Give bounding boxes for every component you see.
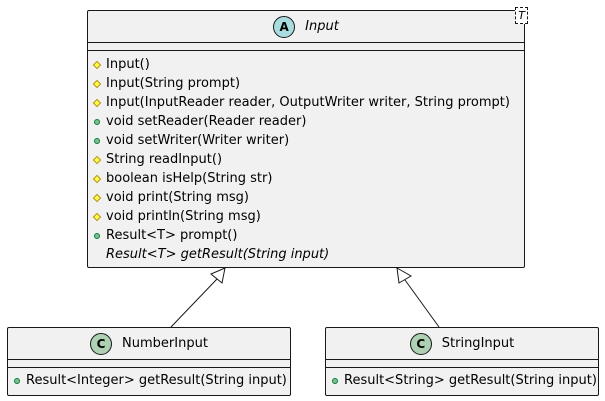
protected-visibility-icon: [92, 193, 102, 202]
fields-section: [88, 43, 524, 51]
protected-visibility-icon: [92, 155, 102, 164]
member-row: void print(String msg): [92, 188, 524, 207]
edge-stringinput-to-input: [404, 279, 440, 328]
protected-visibility-icon: [92, 174, 102, 183]
public-visibility-icon: [94, 118, 100, 125]
member-text: Input(): [106, 57, 150, 72]
member-row: Result<Integer> getResult(String input): [13, 371, 290, 390]
member-text: boolean isHelp(String str): [106, 171, 273, 186]
public-visibility-icon: [332, 377, 338, 384]
arrowhead-numberinput: [210, 267, 226, 284]
protected-visibility-icon: [92, 79, 102, 88]
methods-section: Input() Input(String prompt) Input(Input…: [88, 51, 524, 264]
member-text: void println(String msg): [106, 209, 261, 224]
methods-section: Result<Integer> getResult(String input): [8, 368, 290, 390]
member-text: String readInput(): [106, 152, 223, 167]
member-text: Result<String> getResult(String input): [344, 373, 597, 388]
protected-visibility-icon: [92, 98, 102, 107]
member-text: Input(String prompt): [106, 76, 241, 91]
fields-section: [8, 360, 290, 368]
member-row: String readInput(): [92, 150, 524, 169]
member-row: Result<String> getResult(String input): [331, 371, 598, 390]
member-row: Input(InputReader reader, OutputWriter w…: [92, 93, 524, 112]
class-numberinput[interactable]: C NumberInput Result<Integer> getResult(…: [7, 327, 291, 396]
member-row: void println(String msg): [92, 207, 524, 226]
member-row: void setWriter(Writer writer): [93, 131, 524, 150]
member-text: void print(String msg): [106, 190, 249, 205]
class-badge-icon: C: [409, 332, 432, 355]
class-header: C StringInput: [326, 328, 598, 360]
class-name: NumberInput: [122, 336, 208, 351]
member-text: Result<Integer> getResult(String input): [26, 373, 287, 388]
abstract-member-text: Result<T> getResult(String input): [106, 247, 330, 262]
arrowhead-stringinput: [396, 267, 412, 284]
class-name: Input: [305, 19, 339, 34]
class-stringinput[interactable]: C StringInput Result<String> getResult(S…: [325, 327, 599, 396]
public-visibility-icon: [94, 137, 100, 144]
public-visibility-icon: [94, 232, 100, 239]
class-badge-icon: C: [90, 332, 113, 355]
type-parameter: T: [515, 7, 528, 24]
public-visibility-icon: [14, 377, 20, 384]
methods-section: Result<String> getResult(String input): [326, 368, 598, 390]
member-row: Input(String prompt): [92, 74, 524, 93]
member-row: Input(): [92, 55, 524, 74]
abstract-class-badge-icon: A: [273, 15, 296, 38]
edge-numberinput-to-input: [170, 278, 218, 328]
member-text: Result<T> prompt(): [106, 228, 238, 243]
member-text: Input(InputReader reader, OutputWriter w…: [106, 95, 510, 110]
fields-section: [326, 360, 598, 368]
class-name: StringInput: [441, 336, 515, 351]
member-row: Result<T> getResult(String input): [93, 245, 524, 264]
class-header: C NumberInput: [8, 328, 290, 360]
member-row: Result<T> prompt(): [93, 226, 524, 245]
class-input[interactable]: T A Input Input() Input(String prompt) I…: [87, 7, 528, 268]
protected-visibility-icon: [92, 212, 102, 221]
member-text: void setWriter(Writer writer): [106, 133, 290, 148]
member-row: void setReader(Reader reader): [93, 112, 524, 131]
class-header: A Input: [88, 11, 524, 43]
member-row: boolean isHelp(String str): [92, 169, 524, 188]
protected-visibility-icon: [92, 60, 102, 69]
member-text: void setReader(Reader reader): [106, 114, 307, 129]
